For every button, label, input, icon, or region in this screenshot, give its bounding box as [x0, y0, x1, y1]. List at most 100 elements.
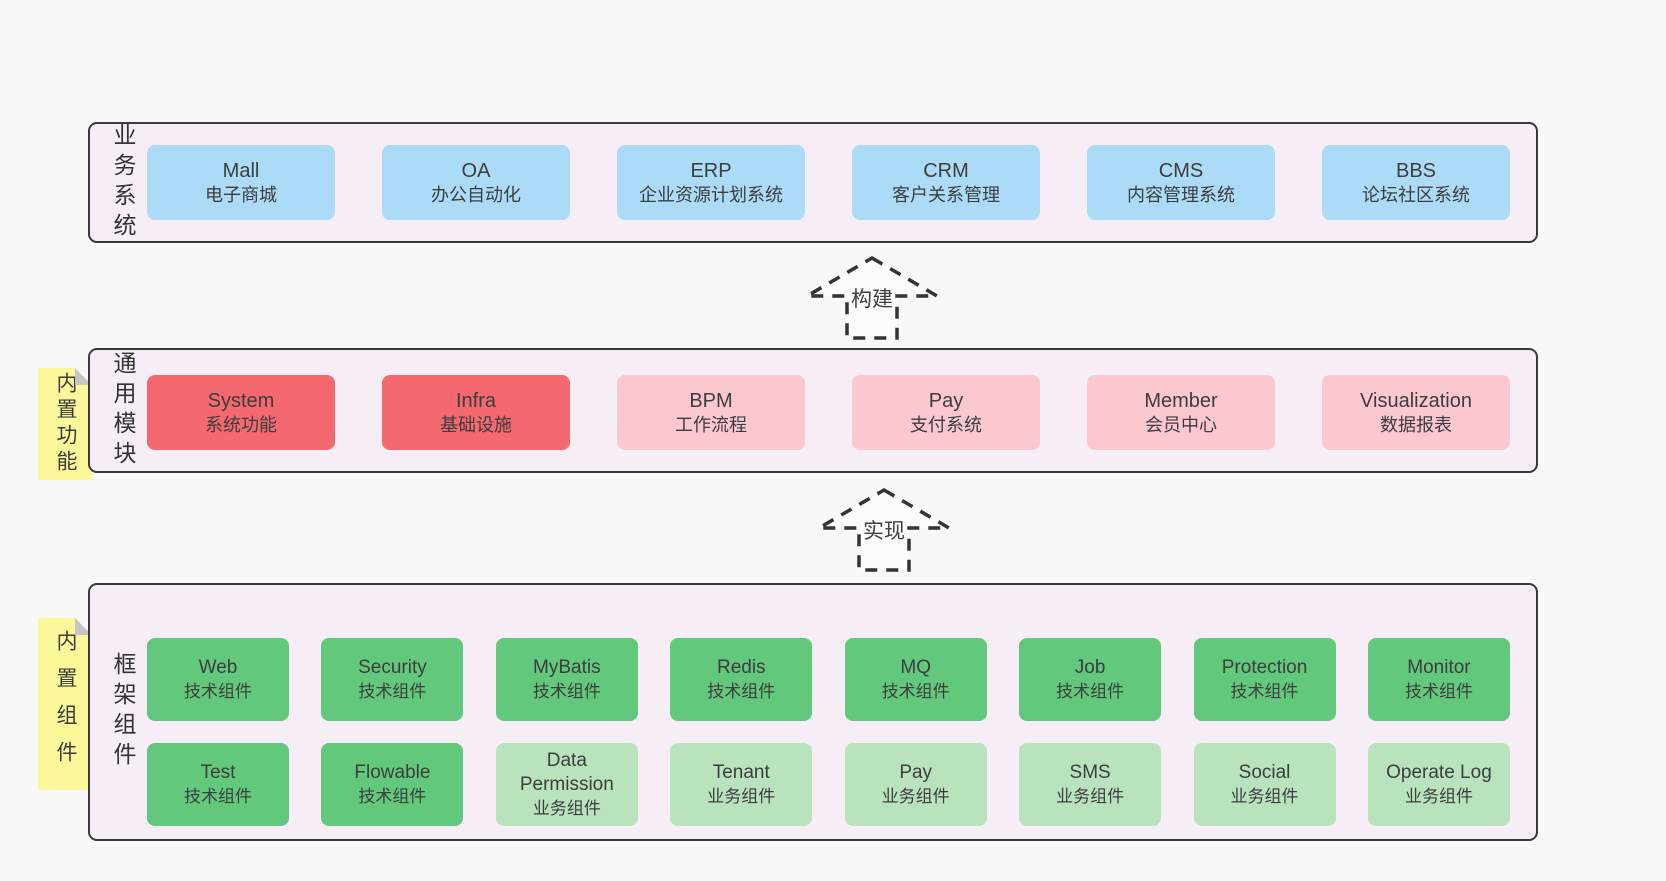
arrow-label-backdrop — [849, 288, 895, 312]
box-sms: SMS 业务组件 — [1019, 743, 1162, 826]
box-member: Member 会员中心 — [1087, 375, 1275, 450]
box-subtitle: 业务组件 — [1404, 786, 1473, 806]
box-title: SMS — [1069, 762, 1111, 784]
box-bbs: BBS 论坛社区系统 — [1322, 145, 1510, 220]
business-systems-row: Mall 电子商城 OA 办公自动化 ERP 企业资源计划系统 CRM 客户关系… — [147, 145, 1510, 220]
box-mybatis: MyBatis 技术组件 — [495, 638, 638, 721]
box-visualization: Visualization 数据报表 — [1322, 375, 1510, 450]
box-title: Data Permission — [519, 749, 614, 796]
build-arrow: 构建 — [800, 255, 944, 340]
box-pay: Pay 支付系统 — [852, 375, 1040, 450]
box-job: Job 技术组件 — [1019, 638, 1162, 721]
sticky-tab-builtin-features: 内置功能 — [38, 368, 92, 480]
box-title: CMS — [1158, 159, 1204, 182]
box-subtitle: 技术组件 — [184, 681, 252, 701]
box-erp: ERP 企业资源计划系统 — [617, 145, 805, 220]
box-title: Security — [358, 657, 427, 679]
box-monitor: Monitor 技术组件 — [1367, 638, 1510, 721]
box-subtitle: 办公自动化 — [431, 184, 521, 205]
box-title: Mall — [222, 159, 260, 182]
band-label: 业务系统 — [110, 122, 136, 243]
box-subtitle: 电子商城 — [205, 184, 277, 205]
box-mall: Mall 电子商城 — [147, 145, 335, 220]
arrow-label: 实现 — [863, 520, 905, 543]
box-subtitle: 技术组件 — [532, 681, 601, 701]
arrow-label: 构建 — [851, 288, 893, 311]
sticky-tab-label: 内置组件 — [54, 630, 77, 778]
box-subtitle: 业务组件 — [532, 799, 601, 819]
box-subtitle: 技术组件 — [881, 681, 950, 701]
sticky-tab-builtin-components: 内置组件 — [38, 618, 92, 790]
box-subtitle: 客户关系管理 — [892, 184, 1000, 205]
box-title: Monitor — [1407, 657, 1471, 679]
box-title: BBS — [1395, 159, 1437, 182]
box-title: Infra — [455, 389, 497, 412]
box-subtitle: 数据报表 — [1380, 414, 1452, 435]
framework-components-row-2: Test 技术组件 Flowable 技术组件 Data Permission … — [147, 743, 1510, 826]
box-title: Member — [1144, 389, 1218, 412]
box-title: Redis — [716, 657, 766, 679]
box-title: Social — [1238, 762, 1291, 784]
box-title: ERP — [690, 159, 732, 182]
box-protection: Protection 技术组件 — [1193, 638, 1336, 721]
box-subtitle: 技术组件 — [1404, 681, 1473, 701]
box-social: Social 业务组件 — [1193, 743, 1336, 826]
box-subtitle: 技术组件 — [1056, 681, 1125, 701]
sticky-tab-label: 内置功能 — [54, 372, 77, 476]
box-subtitle: 工作流程 — [675, 414, 747, 435]
box-test: Test 技术组件 — [147, 743, 289, 826]
box-subtitle: 论坛社区系统 — [1362, 184, 1470, 205]
box-title: Test — [200, 762, 236, 784]
box-title: Visualization — [1360, 389, 1472, 412]
box-subtitle: 技术组件 — [184, 786, 252, 806]
box-subtitle: 业务组件 — [1230, 786, 1299, 806]
box-subtitle: 技术组件 — [358, 681, 427, 701]
box-data-permission: Data Permission 业务组件 — [495, 743, 638, 826]
band-label: 通用模块 — [110, 350, 136, 471]
common-modules-row: System 系统功能 Infra 基础设施 BPM 工作流程 Pay 支付系统… — [147, 375, 1510, 450]
box-title: Job — [1074, 657, 1106, 679]
box-title: System — [207, 389, 275, 412]
band-framework-components: 框架组件 Web 技术组件 Security 技术组件 MyBatis 技术组件… — [88, 583, 1538, 841]
box-security: Security 技术组件 — [321, 638, 464, 721]
box-subtitle: 技术组件 — [707, 681, 776, 701]
box-subtitle: 内容管理系统 — [1127, 184, 1235, 205]
box-system: System 系统功能 — [147, 375, 335, 450]
box-subtitle: 技术组件 — [358, 786, 427, 806]
box-flowable: Flowable 技术组件 — [321, 743, 464, 826]
box-subtitle: 会员中心 — [1145, 414, 1217, 435]
box-title: MyBatis — [533, 657, 601, 679]
box-subtitle: 企业资源计划系统 — [639, 184, 783, 205]
box-title: Web — [198, 657, 238, 679]
box-oa: OA 办公自动化 — [382, 145, 570, 220]
box-cms: CMS 内容管理系统 — [1087, 145, 1275, 220]
box-subtitle: 基础设施 — [440, 414, 512, 435]
arrow-label-backdrop — [861, 520, 907, 544]
box-subtitle: 业务组件 — [707, 786, 776, 806]
box-title: Pay — [928, 389, 964, 412]
box-title: Pay — [899, 762, 933, 784]
box-title: Flowable — [354, 762, 431, 784]
box-bpm: BPM 工作流程 — [617, 375, 805, 450]
implement-arrow: 实现 — [812, 487, 956, 572]
band-common-modules: 通用模块 System 系统功能 Infra 基础设施 BPM 工作流程 Pay… — [88, 348, 1538, 473]
box-title: Tenant — [712, 762, 770, 784]
box-subtitle: 业务组件 — [1056, 786, 1125, 806]
framework-components-row-1: Web 技术组件 Security 技术组件 MyBatis 技术组件 Redi… — [147, 638, 1510, 721]
box-pay-component: Pay 业务组件 — [844, 743, 987, 826]
band-business-systems: 业务系统 Mall 电子商城 OA 办公自动化 ERP 企业资源计划系统 CRM… — [88, 122, 1538, 243]
box-title: MQ — [900, 657, 931, 679]
box-subtitle: 技术组件 — [1230, 681, 1299, 701]
box-redis: Redis 技术组件 — [670, 638, 813, 721]
box-mq: MQ 技术组件 — [844, 638, 987, 721]
box-title: Operate Log — [1386, 762, 1492, 784]
band-label: 框架组件 — [110, 652, 136, 772]
box-title: BPM — [689, 389, 733, 412]
box-title: Protection — [1221, 657, 1308, 679]
box-infra: Infra 基础设施 — [382, 375, 570, 450]
box-tenant: Tenant 业务组件 — [670, 743, 813, 826]
box-subtitle: 系统功能 — [205, 414, 277, 435]
box-title: OA — [461, 159, 491, 182]
box-operate-log: Operate Log 业务组件 — [1367, 743, 1510, 826]
